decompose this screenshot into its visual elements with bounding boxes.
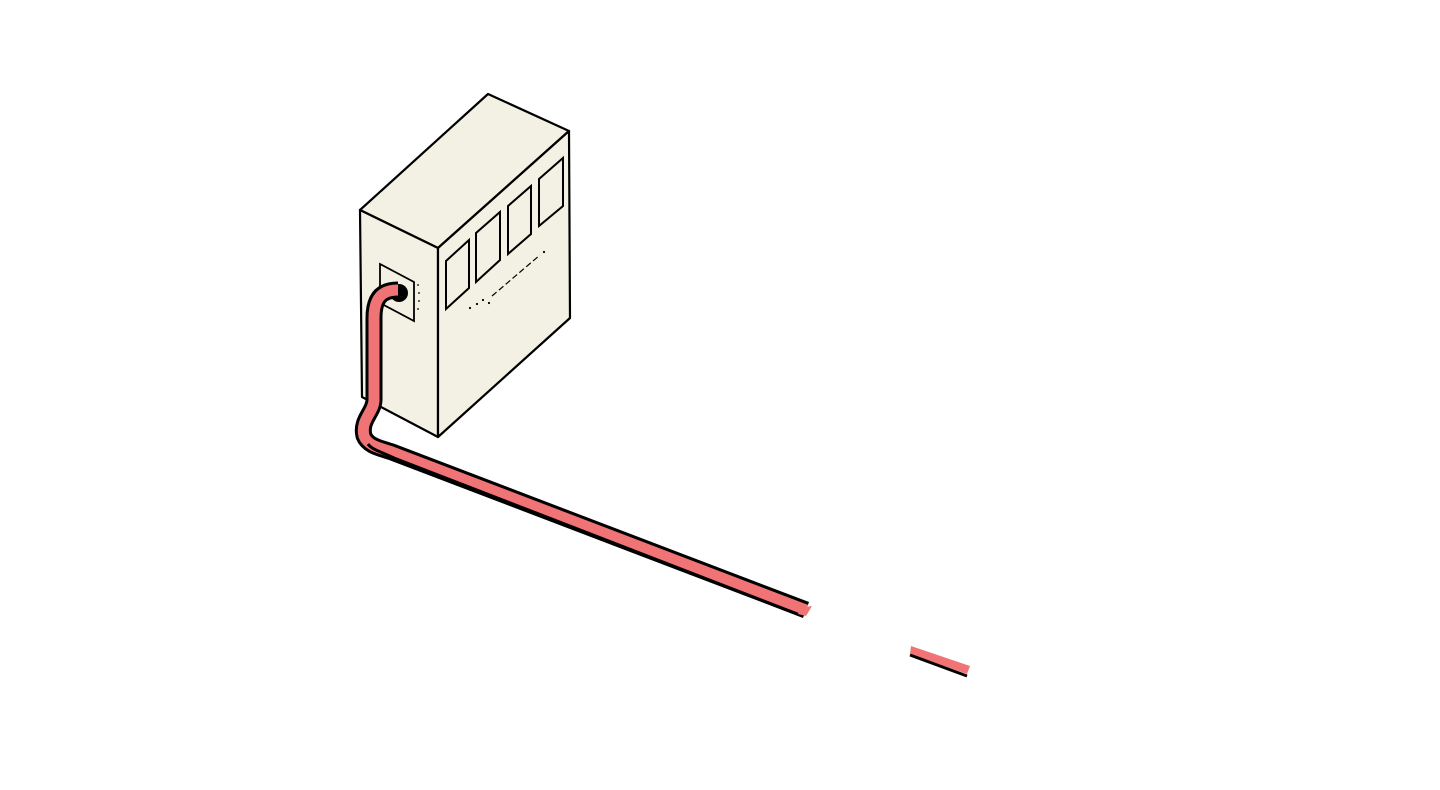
vent-dots xyxy=(468,250,546,310)
drive-bay-1 xyxy=(445,237,470,312)
cable-end-segment xyxy=(909,646,970,678)
drive-bays xyxy=(445,155,564,312)
drive-bay-3 xyxy=(507,183,532,257)
drive-bay-2 xyxy=(475,209,501,285)
drive-bay-4 xyxy=(538,155,564,229)
box-right-face xyxy=(436,129,572,439)
power-cable xyxy=(354,281,812,618)
